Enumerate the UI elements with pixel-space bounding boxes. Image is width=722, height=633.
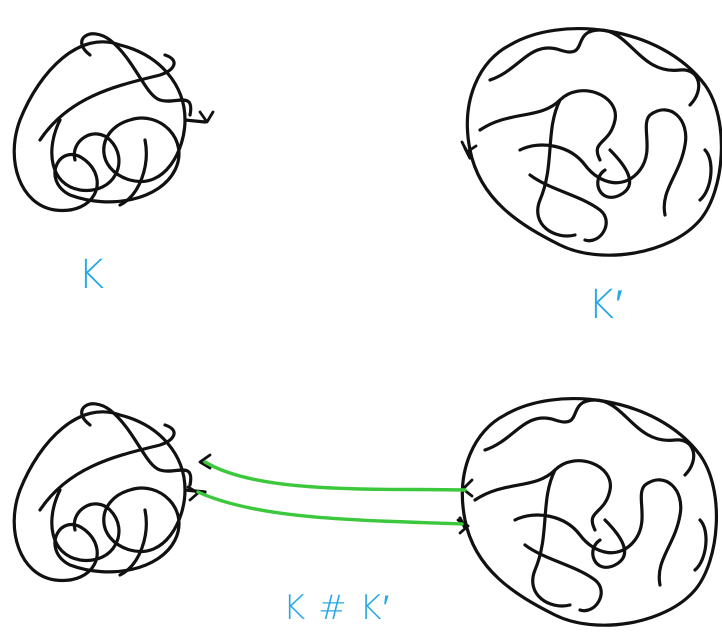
arrow-k-prime-lower-end [456,518,470,535]
label-connected-sum: K # K′ [283,588,391,628]
knot-k [12,32,215,213]
connecting-band [196,460,467,526]
orientation-arrow-k-prime [460,140,478,154]
label-k-prime: K′ [588,282,624,328]
arrow-k-upper-end [198,453,212,470]
band-strand-lower [196,490,464,526]
label-k: K [78,252,106,298]
arrow-k-lower-end [186,485,200,502]
orientation-arrow-k [198,110,215,124]
band-strand-upper [203,460,467,492]
knot-k-prime-sum-copy [458,397,719,627]
knot-k-prime [460,27,722,257]
knot-k-sum-copy [12,402,207,583]
